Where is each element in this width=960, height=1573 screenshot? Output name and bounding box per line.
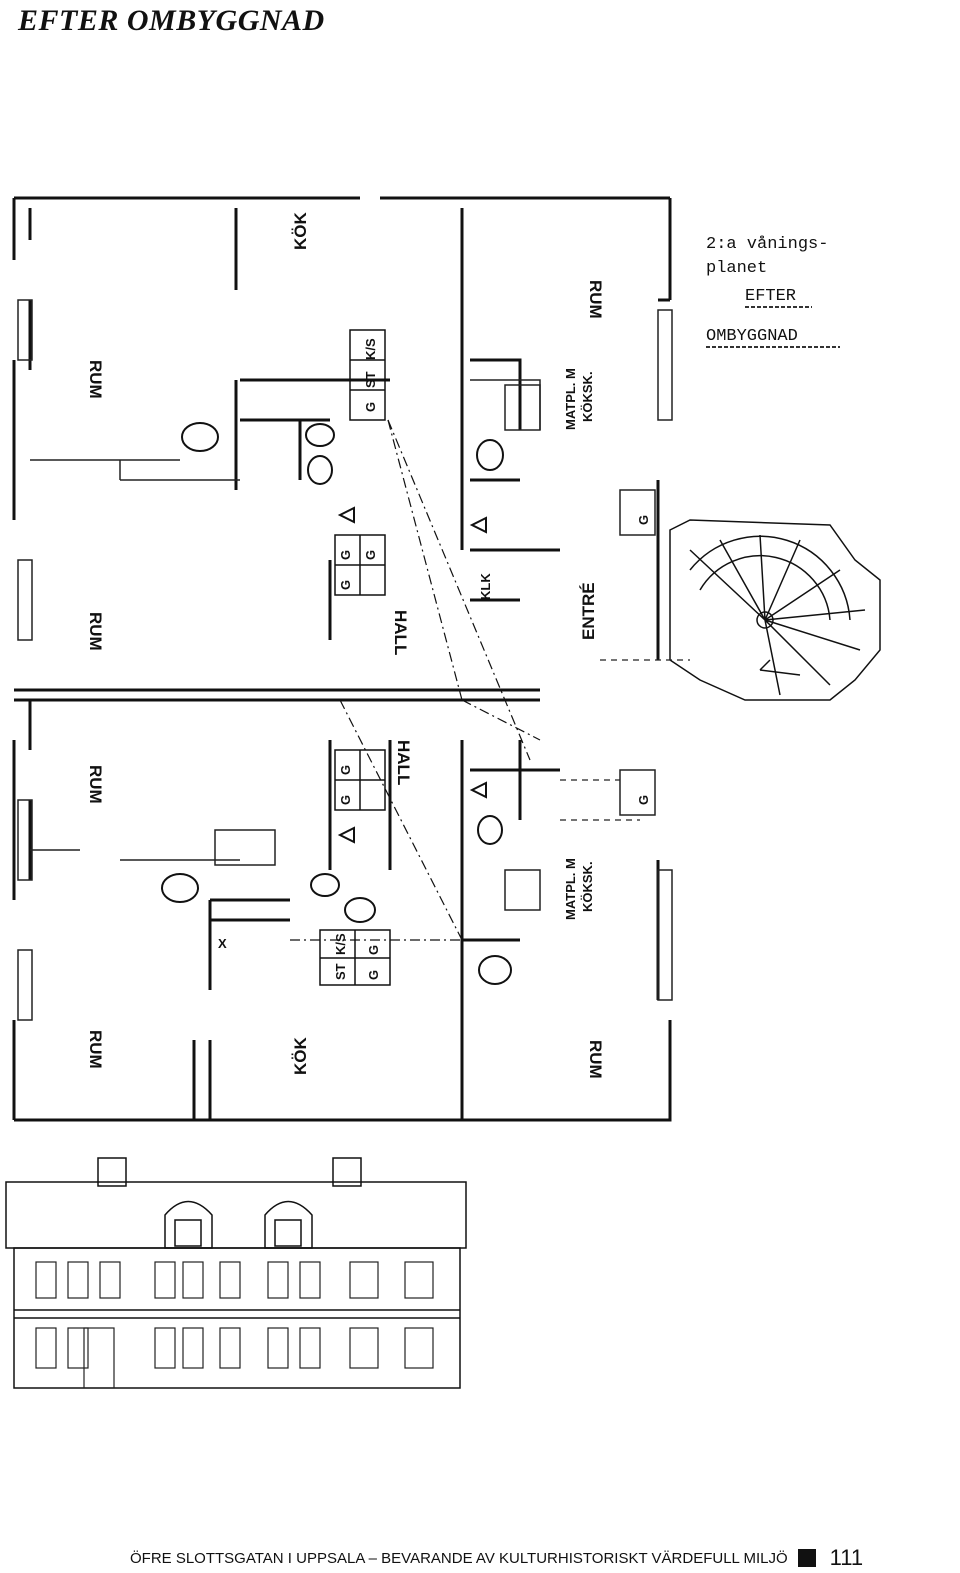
label-ks-2: K/S xyxy=(333,933,348,955)
room-label-rum-6: RUM xyxy=(586,1040,605,1079)
room-label-rum-5: RUM xyxy=(586,280,605,319)
room-label-kokskap-1: KÖKSK. xyxy=(580,371,595,422)
annotation-ombyggnad: OMBYGGNAD xyxy=(706,327,798,346)
page-title: EFTER OMBYGGNAD xyxy=(18,4,325,37)
label-st-2: ST xyxy=(333,963,348,980)
label-g-5: G xyxy=(338,765,353,775)
label-st-1: ST xyxy=(363,371,378,388)
room-label-kok-1: KÖK xyxy=(291,212,310,251)
room-label-rum-1: RUM xyxy=(86,360,105,399)
label-g-10: G xyxy=(636,795,651,805)
room-label-matpl-1: MATPL. M xyxy=(563,368,578,430)
room-label-hall-2: HALL xyxy=(394,740,413,785)
label-g-3: G xyxy=(338,580,353,590)
room-label-rum-4: RUM xyxy=(86,1030,105,1069)
room-label-rum-3: RUM xyxy=(86,765,105,804)
facade-elevation xyxy=(5,1157,467,1389)
label-g-1: G xyxy=(363,402,378,412)
room-label-entre: ENTRÉ xyxy=(579,582,598,640)
annotation-floor-line1: 2:a vånings- xyxy=(706,235,828,254)
label-g-2: G xyxy=(338,550,353,560)
label-klk: KLK xyxy=(478,573,493,600)
label-g-9: G xyxy=(636,515,651,525)
room-label-kokskap-2: KÖKSK. xyxy=(580,861,595,912)
page-number: 111 xyxy=(829,1545,864,1570)
label-ks-1: K/S xyxy=(363,338,378,360)
page-footer: ÖFRE SLOTTSGATAN I UPPSALA – BEVARANDE A… xyxy=(130,1545,960,1571)
label-x: X xyxy=(218,936,227,951)
room-label-matpl-2: MATPL. M xyxy=(563,858,578,920)
annotation-efter: EFTER xyxy=(745,287,796,306)
room-label-kok-2: KÖK xyxy=(291,1037,310,1076)
room-label-hall-1: HALL xyxy=(391,610,410,655)
label-g-4: G xyxy=(363,550,378,560)
floor-plan: 2:a vånings- planet EFTER OMBYGGNAD RUM … xyxy=(12,196,881,1122)
room-label-rum-2: RUM xyxy=(86,612,105,651)
square-icon xyxy=(797,1549,816,1567)
label-g-7: G xyxy=(366,945,381,955)
label-g-8: G xyxy=(366,970,381,980)
annotation-floor-line2: planet xyxy=(706,259,767,278)
footer-text: ÖFRE SLOTTSGATAN I UPPSALA – BEVARANDE A… xyxy=(130,1549,788,1567)
label-g-6: G xyxy=(338,795,353,805)
